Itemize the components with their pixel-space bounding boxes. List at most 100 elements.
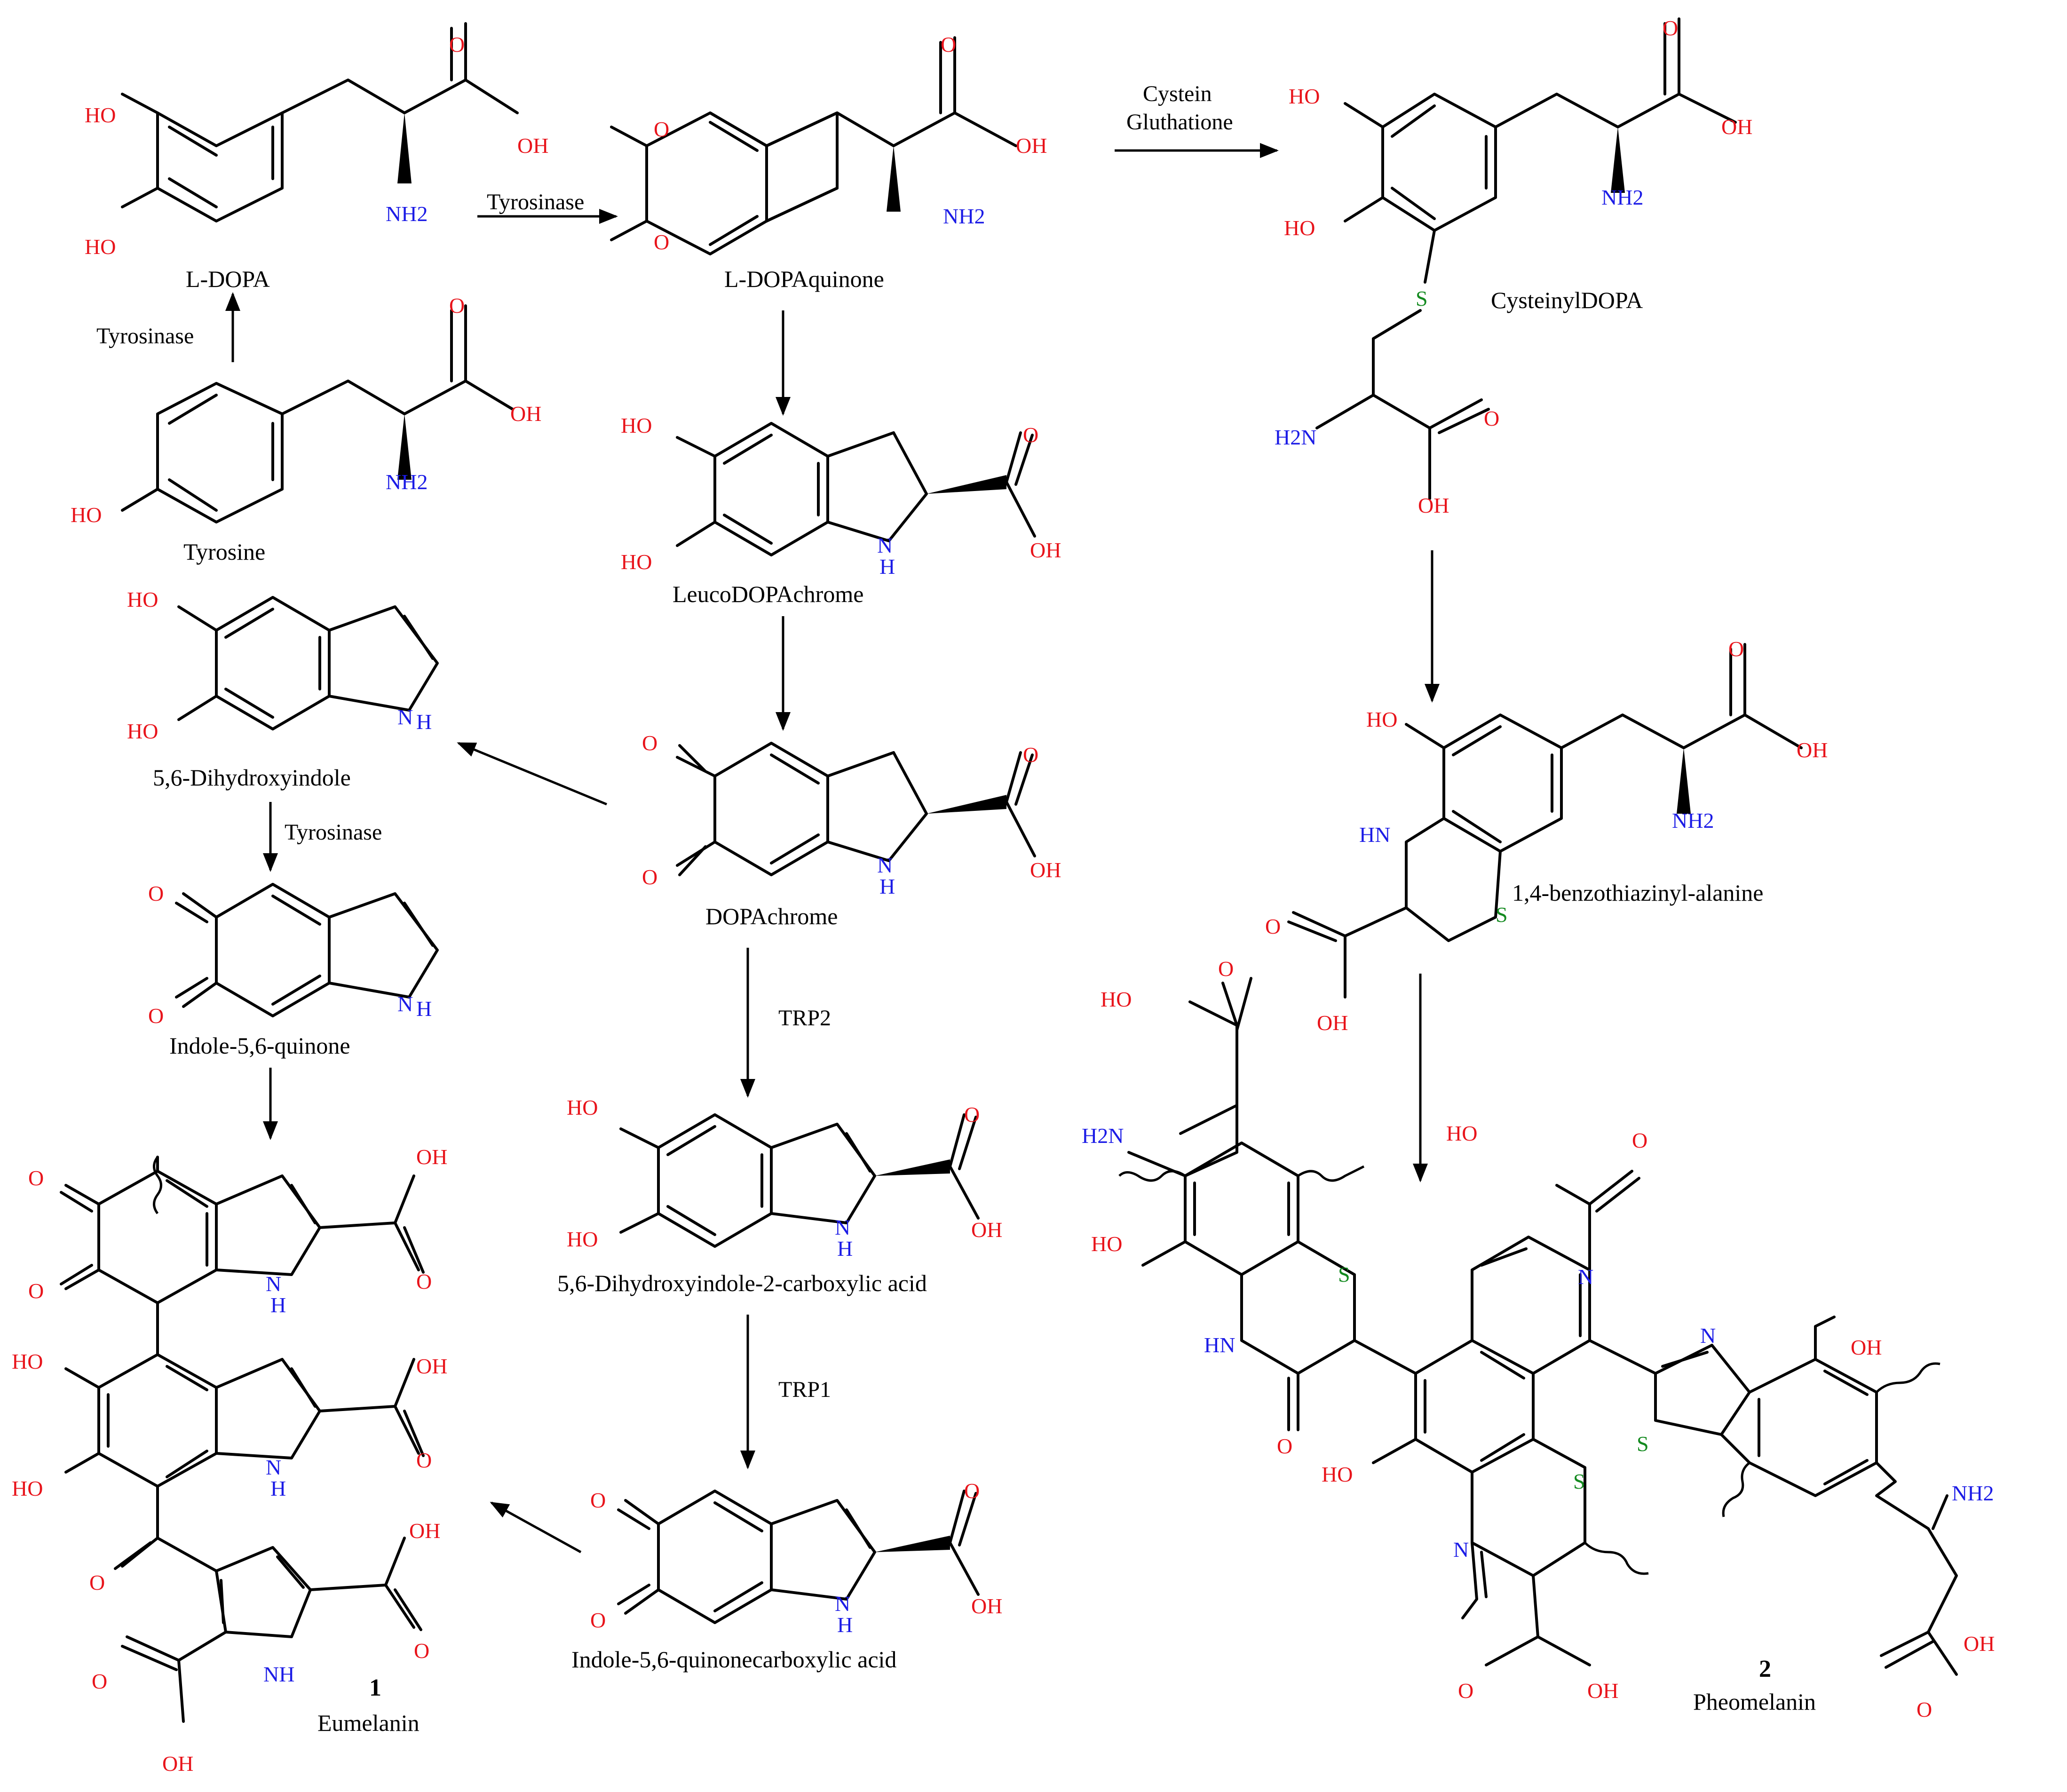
atom-s: S (1416, 286, 1428, 310)
atom-ho: HO (621, 413, 652, 437)
atom-o: O (416, 1448, 432, 1472)
eumelanin-number: 1 (369, 1674, 381, 1701)
atom-o: O (642, 865, 657, 889)
atom-h: H (879, 555, 895, 579)
label-dhi: 5,6-Dihydroxyindole (153, 764, 351, 791)
atom-oh: OH (510, 402, 541, 426)
atom-ho: HO (1366, 707, 1397, 731)
atom-ho: HO (1091, 1232, 1122, 1256)
atom-ho: HO (12, 1476, 43, 1500)
arrow-dopachrome-to-dhi (457, 742, 607, 806)
atom-oh: OH (416, 1145, 447, 1169)
atom-o: O (28, 1279, 44, 1303)
atom-oh: OH (971, 1218, 1002, 1242)
enzyme-gluthatione: Gluthatione (1126, 110, 1233, 135)
atom-ho: HO (1284, 216, 1315, 240)
atom-oh: OH (409, 1519, 440, 1543)
atom-ho: HO (621, 550, 652, 574)
atom-s: S (1496, 903, 1508, 927)
atom-o: O (148, 1004, 164, 1028)
atom-ho: HO (1101, 987, 1132, 1011)
enzyme-trp2: TRP2 (778, 1006, 831, 1031)
cysteinyldopa-structure: HO HO O OH NH2 S H2N O OH CysteinylDOPA (1275, 16, 1752, 517)
iqca-structure: O O O OH N H Indole-5,6-quinonecarboxyli… (571, 1479, 1002, 1673)
atom-o: O (1484, 406, 1499, 430)
label-eumelanin: Eumelanin (317, 1710, 420, 1736)
atom-n: N (877, 853, 893, 877)
atom-oh: OH (971, 1594, 1002, 1618)
label-tyrosine: Tyrosine (183, 539, 265, 565)
atom-ho: HO (127, 587, 158, 611)
atom-ho: HO (1289, 84, 1320, 108)
atom-nh2: NH2 (1952, 1481, 1994, 1505)
btz-structure: HO O OH NH2 HN S O OH 1,4-benzothiazinyl… (1265, 637, 1828, 1035)
atom-o: O (414, 1639, 429, 1663)
atom-oh: OH (416, 1354, 447, 1378)
enzyme-tyrosinase-2: Tyrosinase (487, 190, 584, 214)
atom-nh2: NH2 (943, 204, 985, 228)
atom-o: O (642, 731, 657, 755)
l-dopa-structure: HO HO O OH NH2 L-DOPA (85, 22, 548, 292)
leucodopachrome-structure: HO HO O OH N H LeucoDOPAchrome (621, 413, 1061, 607)
atom-oh: OH (162, 1752, 193, 1776)
atom-s: S (1338, 1262, 1350, 1286)
atom-o: O (1632, 1128, 1647, 1152)
atom-n: N (1578, 1265, 1593, 1289)
atom-o: O (964, 1479, 980, 1503)
atom-h: H (837, 1237, 853, 1261)
dhi-structure: HO HO N H 5,6-Dihydroxyindole (127, 587, 439, 791)
label-dhica: 5,6-Dihydroxyindole-2-carboxylic acid (557, 1270, 927, 1296)
atom-n: N (266, 1455, 281, 1479)
atom-n: N (835, 1592, 850, 1616)
atom-o: O (1265, 914, 1281, 938)
atom-h2n: H2N (1082, 1124, 1124, 1148)
atom-s: S (1637, 1432, 1649, 1456)
label-indolequinone: Indole-5,6-quinone (169, 1032, 350, 1059)
eumelanin-structure: O O OH O N H HO HO OH O N H O OH O NH O … (12, 1145, 447, 1776)
tyrosine-structure: HO O OH NH2 Tyrosine (71, 293, 541, 565)
atom-o: O (148, 881, 164, 905)
atom-ho: HO (71, 503, 102, 527)
atom-o: O (416, 1269, 432, 1293)
l-dopaquinone-structure: O O O OH NH2 L-DOPAquinone (610, 32, 1047, 292)
arrow-iqca-to-eumelanin (490, 1501, 582, 1554)
atom-hn: HN (1359, 823, 1390, 847)
atom-o: O (1023, 423, 1038, 447)
atom-h: H (416, 710, 432, 734)
atom-h: H (270, 1476, 286, 1500)
enzyme-trp1: TRP1 (778, 1377, 831, 1402)
atom-oh: OH (1797, 738, 1828, 762)
dhica-structure: HO HO O OH N H 5,6-Dihydroxyindole-2-car… (557, 1095, 1002, 1296)
atom-o: O (1728, 637, 1744, 661)
atom-s: S (1573, 1469, 1585, 1493)
atom-nh2: NH2 (1601, 185, 1643, 209)
atom-ho: HO (12, 1349, 43, 1373)
atom-oh: OH (1418, 493, 1449, 517)
atom-oh: OH (1317, 1011, 1348, 1035)
atom-o: O (92, 1669, 107, 1693)
atom-h2n: H2N (1275, 425, 1316, 449)
atom-o: O (1277, 1434, 1292, 1458)
label-cysteinyldopa: CysteinylDOPA (1491, 287, 1643, 313)
atom-o: O (941, 32, 956, 56)
atom-o: O (654, 230, 669, 254)
atom-o: O (590, 1488, 606, 1512)
atom-nh2: NH2 (386, 470, 428, 494)
atom-oh: OH (1964, 1632, 1995, 1656)
atom-ho: HO (567, 1227, 598, 1251)
atom-n: N (397, 992, 413, 1016)
atom-hn: HN (1204, 1333, 1235, 1357)
atom-o: O (964, 1102, 980, 1126)
atom-nh: NH (263, 1662, 294, 1686)
atom-oh: OH (1721, 115, 1752, 139)
pheomelanin-number: 2 (1759, 1656, 1771, 1682)
atom-oh: OH (517, 134, 548, 158)
atom-n: N (835, 1215, 850, 1239)
label-pheomelanin: Pheomelanin (1693, 1689, 1816, 1715)
label-dopachrome: DOPAchrome (705, 903, 838, 929)
atom-o: O (28, 1166, 44, 1190)
atom-nh2: NH2 (386, 202, 428, 226)
label-iqca: Indole-5,6-quinonecarboxylic acid (571, 1646, 896, 1673)
atom-h: H (416, 997, 432, 1021)
